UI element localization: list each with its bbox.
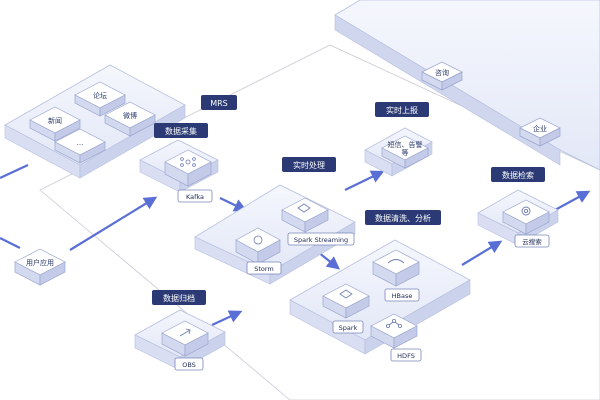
report-cube: 短信、告警 等: [381, 135, 429, 169]
archive-label-bg: [152, 290, 206, 305]
hbase-cube: [372, 249, 420, 287]
hdfs-tag-bg: [390, 348, 422, 362]
kafka-icon: [180, 157, 196, 167]
spark-tag-bg: [332, 320, 364, 334]
obs-tag: OBS: [182, 361, 196, 369]
source-label-news: 新闻: [48, 116, 62, 125]
storm-icon: [253, 235, 263, 245]
arrow-realtime-to-report: [344, 170, 385, 191]
source-label-weibo: 微博: [123, 111, 137, 120]
report-node-line-0: 短信、告警: [388, 140, 423, 149]
report-label-bg: [375, 102, 429, 117]
user-app-cube: 用户应用: [14, 248, 66, 286]
spark-streaming-cube: [281, 197, 329, 233]
arrow-cleaning-to-search: [461, 240, 503, 266]
cleaning-label: 数据清洗、分析: [375, 213, 431, 223]
hdfs-icon: [385, 318, 402, 328]
spark-streaming-icon: [297, 203, 311, 213]
realtime-label-bg: [282, 157, 336, 172]
search-label: 数据检索: [502, 170, 534, 180]
search-tag-bg: [514, 234, 550, 248]
spark-tag: Spark: [339, 324, 358, 332]
source-cube-more: ...: [54, 128, 106, 164]
cleaning-label-bg: [365, 210, 441, 225]
spark-cube: [322, 283, 370, 319]
hbase-tag: HBase: [392, 292, 413, 300]
arrow-realtime-to-cleaning: [317, 251, 341, 270]
ingest-label-bg: [154, 123, 208, 138]
source-cube-forum: 论坛: [74, 81, 126, 117]
archive-label: 数据归档: [163, 293, 195, 303]
arrow-userapp-in: [0, 237, 21, 249]
mrs-label: MRS: [210, 99, 228, 108]
search-tag: 云搜索: [522, 237, 542, 246]
arrow-kafka-to-realtime: [219, 197, 248, 212]
top-right-item-0: 咨询: [435, 68, 449, 77]
kafka-cube: [164, 149, 212, 187]
obs-icon: [179, 328, 191, 337]
arrow-search-to-company: [554, 190, 591, 211]
search-icon: [521, 206, 531, 216]
storm-tag-bg: [246, 261, 282, 275]
top-right-cube-2: 企业: [519, 117, 561, 147]
storm-cube: [235, 227, 281, 265]
hbase-icon: [387, 259, 405, 264]
arrow-sources-in: [0, 164, 29, 179]
hbase-tag-bg: [384, 288, 420, 302]
source-label-more: ...: [77, 139, 84, 147]
kafka-tag: Kafka: [186, 193, 204, 201]
ingest-label: 数据采集: [165, 126, 197, 136]
hdfs-cube: [370, 313, 418, 349]
obs-cube: [161, 320, 209, 357]
spark-icon: [339, 289, 353, 299]
arrow-obs-to-cleaning: [211, 310, 243, 326]
storm-tag: Storm: [254, 265, 274, 273]
mrs-label-bg: [201, 95, 237, 110]
source-cube-weibo: 微博: [104, 101, 156, 137]
realtime-label: 实时处理: [293, 160, 325, 170]
obs-tag-bg: [174, 357, 204, 371]
hdfs-tag: HDFS: [397, 352, 415, 360]
top-right-cube-1: 咨询: [421, 61, 463, 91]
arrow-userapp-to-kafka: [69, 196, 158, 251]
search-cube: [502, 199, 550, 235]
top-right-item-1: 企业: [533, 124, 547, 133]
source-label-forum: 论坛: [93, 91, 107, 100]
report-node-line-1: 等: [402, 148, 409, 157]
search-label-bg: [491, 167, 545, 182]
report-label: 实时上报: [386, 105, 418, 115]
spark-streaming-tag: Spark Streaming: [294, 236, 348, 244]
kafka-tag-bg: [177, 189, 213, 203]
spark-streaming-tag-bg: [287, 232, 355, 246]
source-cube-news: 新闻: [29, 106, 81, 142]
user-app-label: 用户应用: [26, 258, 54, 267]
mrs-region-outline: [39, 44, 600, 400]
flow-arrows: [0, 164, 591, 326]
